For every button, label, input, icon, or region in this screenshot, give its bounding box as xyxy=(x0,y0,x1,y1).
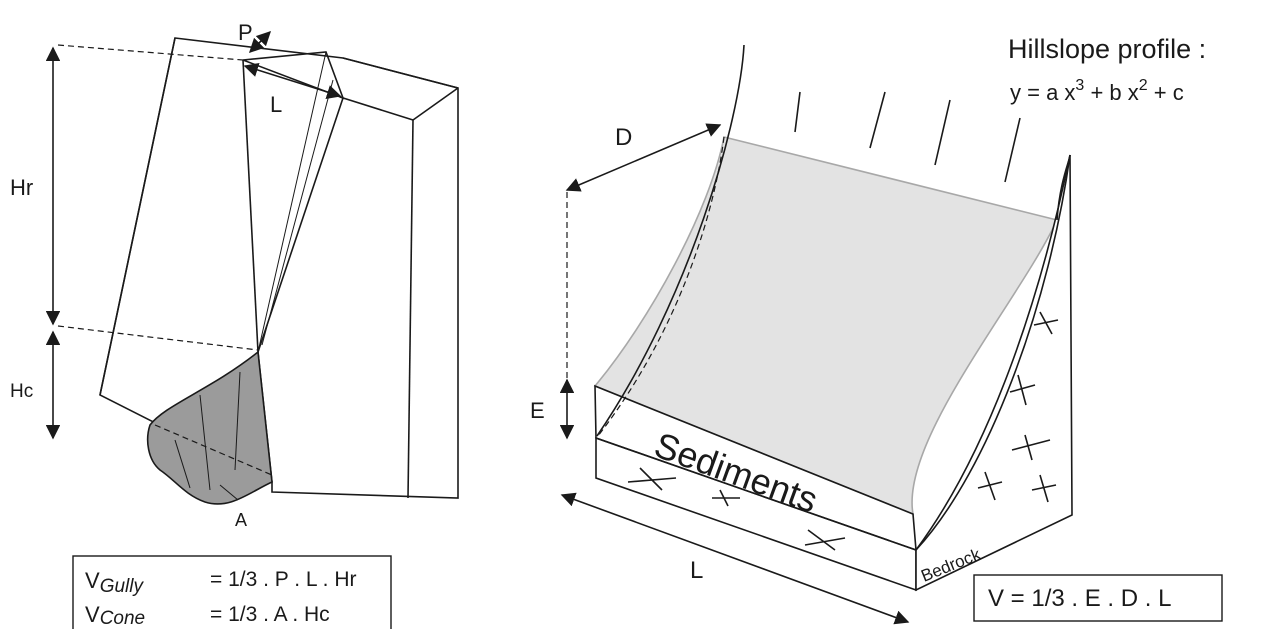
hillslope-formula-frame xyxy=(973,574,1223,622)
label-p: P xyxy=(238,20,253,45)
gully-back-wall xyxy=(257,51,327,353)
hillslope-top-right xyxy=(1056,154,1071,221)
gully-right-wall xyxy=(257,97,344,353)
gully-block: P L Hr Hc A xyxy=(10,20,459,530)
debris-cone xyxy=(146,350,273,505)
block-front-right-edge xyxy=(407,119,414,499)
hillslope-block: D E L Sediments Bedrock xyxy=(530,44,1073,625)
formula-v-cone-symbol: VCone xyxy=(85,602,145,629)
block-top-right-edge xyxy=(342,57,459,89)
p-dimension-arrow xyxy=(248,30,272,54)
l-dimension-arrow xyxy=(243,63,342,99)
label-e: E xyxy=(530,398,545,423)
slope-hatch xyxy=(869,91,886,149)
gully-inner-line xyxy=(261,79,334,346)
hillslope-volume-formula: V = 1/3 . E . D . L xyxy=(988,585,1171,612)
d-dimension-arrow xyxy=(565,123,722,192)
l-dimension-arrow-hillslope xyxy=(560,492,910,625)
hillslope-right-curve xyxy=(915,154,1071,551)
block-top-front-edge xyxy=(339,96,414,121)
formula-v-gully-expression: = 1/3 . P . L . Hr xyxy=(210,568,357,591)
block-left-edge xyxy=(99,37,176,396)
gully-left-wall xyxy=(242,59,259,353)
hillslope-profile-title: Hillslope profile : xyxy=(1008,34,1206,64)
hillslope-left-curve xyxy=(596,44,745,437)
label-l-hillslope: L xyxy=(690,557,703,584)
block-top-corner xyxy=(412,87,459,121)
hillslope-formula-box: V = 1/3 . E . D . L xyxy=(973,574,1223,622)
gully-formula-frame xyxy=(72,555,392,629)
formula-v-gully-symbol: VGully xyxy=(85,568,144,597)
label-a: A xyxy=(235,510,247,530)
label-d: D xyxy=(615,124,632,151)
label-l-gully: L xyxy=(270,92,282,117)
formula-v-cone-expression: = 1/3 . A . Hc xyxy=(210,603,330,626)
hr-top-dashed xyxy=(57,44,244,61)
hr-bottom-dashed xyxy=(57,325,259,351)
a-leader-line xyxy=(219,484,239,501)
hillslope-profile-equation: y = a x3 + b x2 + c xyxy=(1010,77,1184,105)
slope-hatch xyxy=(794,91,801,133)
label-hc: Hc xyxy=(10,381,33,402)
slope-hatch xyxy=(1004,117,1021,183)
cone-base-dashed xyxy=(154,424,273,476)
gully-opening xyxy=(242,51,345,100)
label-hr: Hr xyxy=(10,175,33,200)
cone-texture-line xyxy=(174,439,191,489)
cone-texture-line xyxy=(234,371,241,471)
cone-texture-line xyxy=(199,394,211,491)
slope-hatch xyxy=(934,99,951,166)
gully-formula-box: VGully = 1/3 . P . L . Hr VCone = 1/3 . … xyxy=(72,555,392,629)
